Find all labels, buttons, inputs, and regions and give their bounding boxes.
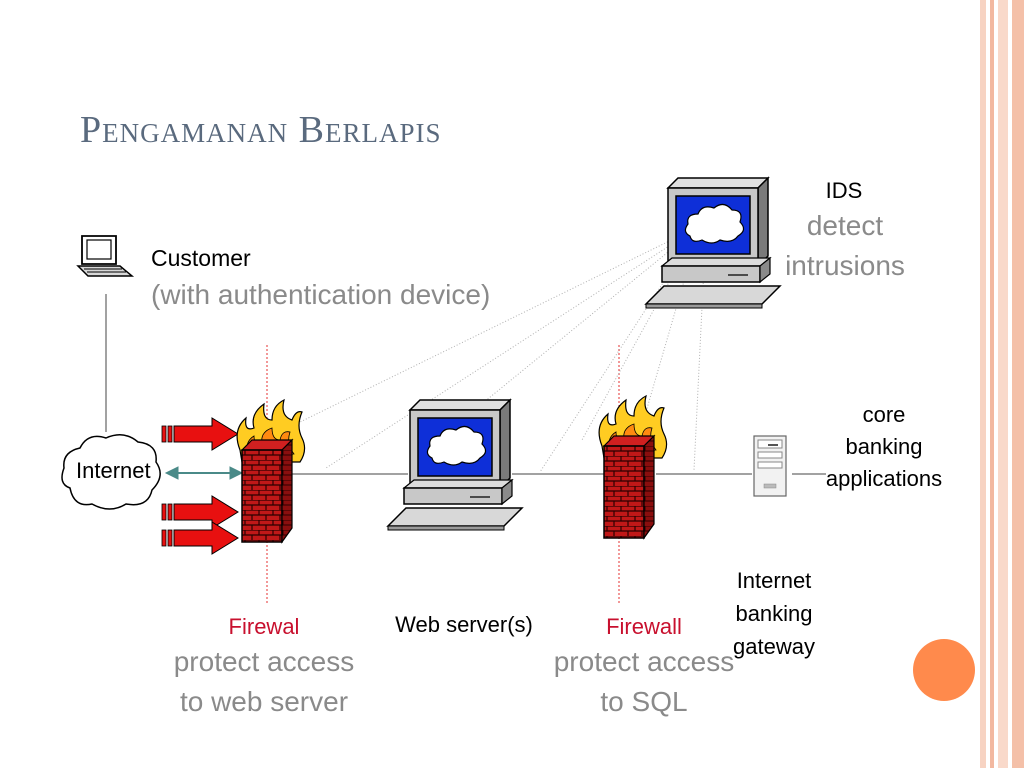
ids-note-line1: detect bbox=[806, 210, 884, 241]
core-banking-line1: core bbox=[862, 402, 906, 427]
web-server-label: Web server(s) bbox=[395, 612, 533, 637]
gateway-line1: Internet bbox=[736, 568, 812, 593]
attack-arrow-icon bbox=[161, 495, 239, 529]
gateway-line2: banking bbox=[735, 601, 813, 626]
firewall-2-note-line1: protect access bbox=[553, 646, 735, 677]
firewall-2-note-line2: to SQL bbox=[600, 686, 688, 717]
customer-label: Customer bbox=[151, 245, 251, 271]
core-banking-line2: banking bbox=[845, 434, 923, 459]
frame-stripe bbox=[990, 0, 994, 768]
firewall-2-label: Firewall bbox=[606, 614, 682, 639]
slide-title: Pengamanan Berlapis bbox=[80, 109, 442, 151]
burning-firewall-icon bbox=[236, 399, 306, 543]
laptop-icon bbox=[76, 235, 135, 277]
frame-stripe bbox=[980, 0, 986, 768]
bidirectional-arrow-icon bbox=[164, 466, 244, 480]
ids-label: IDS bbox=[825, 178, 863, 203]
decorative-accent-circle bbox=[913, 639, 975, 701]
ids-note-line2: intrusions bbox=[785, 250, 905, 281]
gateway-line3: gateway bbox=[733, 634, 815, 659]
firewall-1-note-line1: protect access bbox=[173, 646, 355, 677]
tower-server-icon bbox=[753, 435, 787, 497]
frame-stripe bbox=[998, 0, 1008, 768]
attack-arrow-icon bbox=[161, 417, 239, 451]
firewall-1-label: Firewal bbox=[228, 614, 300, 639]
cloud-icon bbox=[61, 434, 161, 510]
attack-arrow-icon bbox=[161, 521, 239, 555]
burning-firewall-icon bbox=[598, 395, 668, 539]
customer-note: (with authentication device) bbox=[151, 279, 491, 310]
core-banking-line3: applications bbox=[825, 466, 943, 491]
internet-label: Internet bbox=[76, 458, 151, 483]
firewall-1-note-line2: to web server bbox=[179, 686, 349, 717]
frame-stripe bbox=[1012, 0, 1024, 768]
desktop-computer-icon bbox=[645, 177, 781, 309]
desktop-computer-icon bbox=[387, 399, 523, 531]
